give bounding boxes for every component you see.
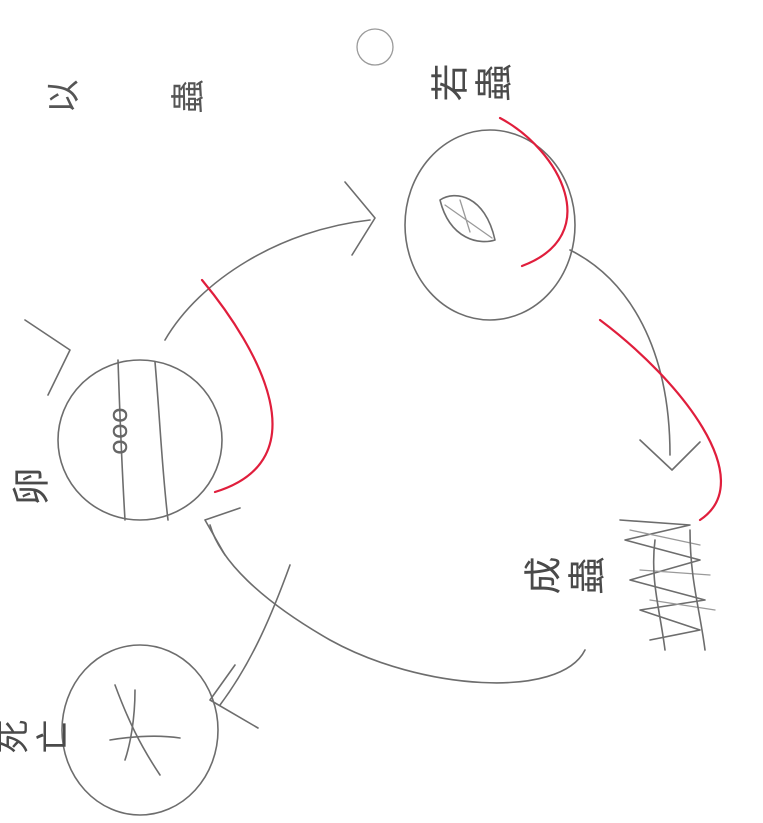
label-larva: 若蟲 bbox=[430, 67, 518, 105]
label-adult: 成蟲 bbox=[523, 560, 611, 598]
heading-fragment: 以 蟲 bbox=[45, 75, 244, 124]
egg-node: ooo bbox=[58, 360, 222, 520]
arrow-egg-to-death bbox=[210, 565, 290, 728]
death-node bbox=[62, 645, 218, 815]
egg-marks: ooo bbox=[104, 407, 134, 455]
red-pen-corrections bbox=[202, 118, 721, 520]
adult-scribble bbox=[620, 520, 715, 650]
arrow-larva-to-adult bbox=[570, 250, 700, 470]
larva-node bbox=[405, 130, 575, 320]
faint-circle-mark bbox=[357, 29, 393, 65]
arrow-into-egg bbox=[25, 320, 70, 395]
label-egg: 卵 bbox=[11, 471, 55, 509]
arrow-egg-to-larva bbox=[165, 182, 375, 340]
label-death: 死亡 bbox=[0, 723, 75, 757]
